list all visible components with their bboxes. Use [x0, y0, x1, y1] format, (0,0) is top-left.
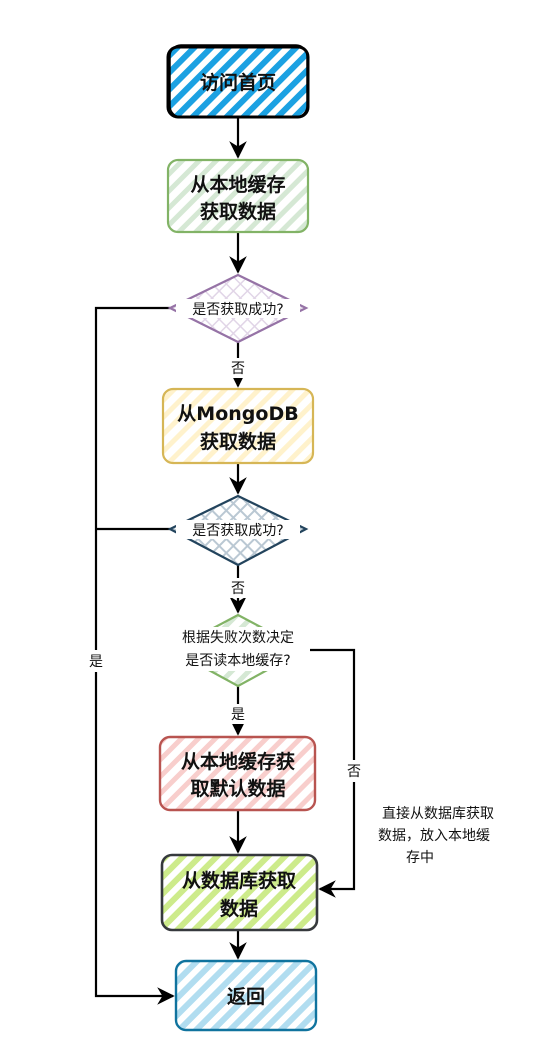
decision-check-2-label: 是否获取成功? [192, 523, 283, 539]
node-mongodb-line1: 从MongoDB [177, 403, 298, 425]
node-database: 从数据库获取 数据 [160, 853, 319, 932]
edge-labels: 否 否 是 否 是 [87, 358, 363, 782]
note-line2: 数据，放入本地缓 [378, 828, 490, 844]
node-mongodb-line2: 获取数据 [200, 430, 276, 453]
node-local-cache-line1: 从本地缓存 [190, 173, 285, 196]
edge-label-yes-decide: 是 [231, 707, 245, 723]
decision-check-success-1: 是否获取成功? [167, 273, 309, 344]
decision-check-success-2: 是否获取成功? [167, 494, 309, 567]
node-mongodb: 从MongoDB 获取数据 [161, 387, 315, 465]
node-default-line1: 从本地缓存获 [181, 750, 295, 773]
node-default-data: 从本地缓存获 取默认数据 [158, 735, 317, 812]
decision-check-1-label: 是否获取成功? [192, 302, 283, 318]
edge-label-no-2: 否 [231, 581, 245, 597]
node-local-cache-line2: 获取数据 [200, 200, 276, 223]
node-database-line2: 数据 [220, 897, 258, 920]
note-line1: 直接从数据库获取 [382, 805, 494, 822]
edge-label-yes-return: 是 [89, 654, 103, 670]
node-default-line2: 取默认数据 [190, 777, 285, 800]
note-line3: 存中 [406, 850, 434, 866]
decision-read-local-line1: 根据失败次数决定 [182, 630, 294, 646]
node-visit-homepage: 访问首页 [166, 44, 310, 119]
side-note: 直接从数据库获取 数据，放入本地缓 存中 [378, 805, 494, 866]
edge-label-no-1: 否 [231, 361, 245, 377]
node-local-cache: 从本地缓存 获取数据 [166, 158, 310, 234]
decision-read-local-line2: 是否读本地缓存? [185, 652, 290, 669]
node-visit-label: 访问首页 [200, 71, 276, 94]
edge-label-no-decide: 否 [347, 764, 361, 780]
decision-read-local-cache: 根据失败次数决定 是否读本地缓存? [168, 613, 310, 688]
node-return: 返回 [174, 959, 318, 1032]
node-database-line1: 从数据库获取 [182, 869, 296, 892]
node-return-label: 返回 [227, 986, 265, 1008]
